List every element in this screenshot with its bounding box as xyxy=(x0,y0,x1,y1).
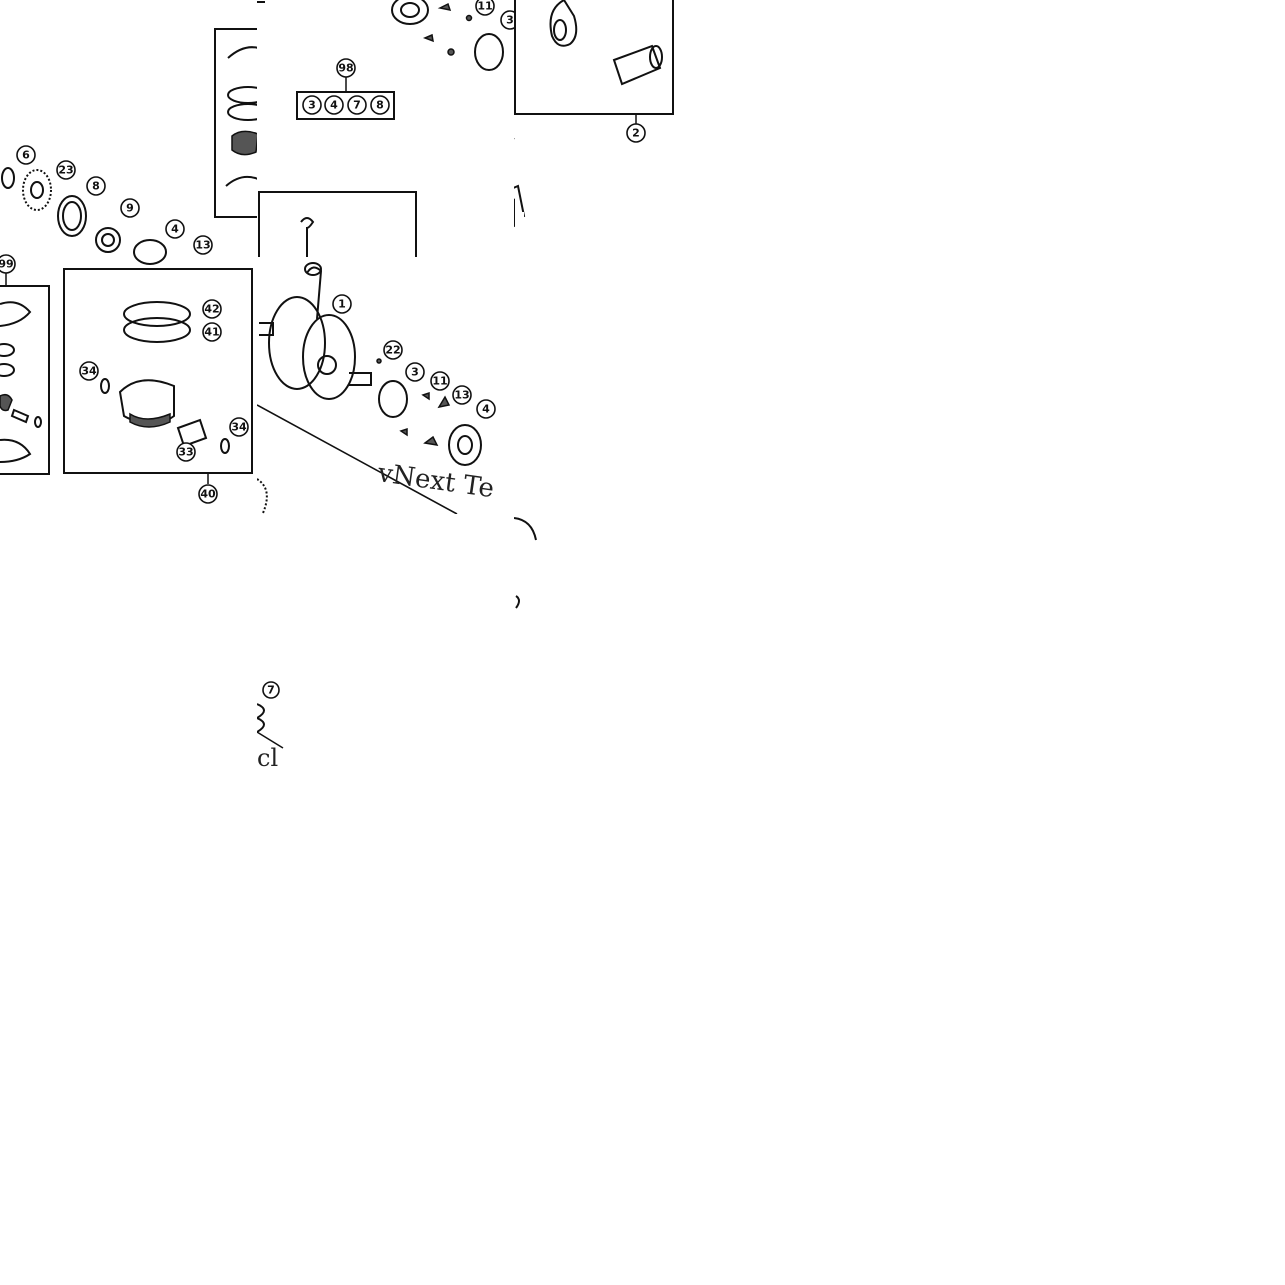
tile-crank-parts-top: 11 3 98 3 4 7 8 xyxy=(257,0,514,257)
callout-2: 2 xyxy=(626,123,646,143)
callout-41: 41 xyxy=(202,322,222,342)
callout-34-left: 34 xyxy=(79,361,99,381)
svg-text:13: 13 xyxy=(195,239,210,252)
callout-13: 13 xyxy=(452,385,472,405)
callout-98: 98 xyxy=(336,58,356,78)
svg-text:11: 11 xyxy=(432,375,447,388)
svg-text:4: 4 xyxy=(330,99,338,112)
svg-text:3: 3 xyxy=(506,14,514,27)
callout-3: 3 xyxy=(500,10,514,30)
callout-22: 22 xyxy=(383,340,403,360)
piston-pin-part xyxy=(612,44,662,86)
svg-text:13: 13 xyxy=(454,389,469,402)
svg-text:4: 4 xyxy=(171,223,179,236)
tile-conrod: 2 xyxy=(514,0,674,257)
svg-text:99: 99 xyxy=(0,258,14,271)
gear-part xyxy=(22,169,52,211)
svg-text:4: 4 xyxy=(482,403,490,416)
watermark-fragment: cl xyxy=(257,744,278,772)
svg-text:34: 34 xyxy=(231,421,247,434)
piston-ring-part xyxy=(123,301,191,327)
svg-text:8: 8 xyxy=(376,99,384,112)
tile-strip-right xyxy=(514,430,544,620)
svg-text:42: 42 xyxy=(204,303,219,316)
callout-4: 4 xyxy=(476,399,496,419)
svg-text:9: 9 xyxy=(126,202,134,215)
piston-pin-part xyxy=(176,418,208,448)
callout-9: 9 xyxy=(120,198,140,218)
conrod-kit-box xyxy=(514,0,674,115)
svg-text:6: 6 xyxy=(22,149,30,162)
callout-33: 33 xyxy=(176,442,196,462)
bearing-part xyxy=(391,0,429,25)
cylinder-gasket-box xyxy=(214,28,257,218)
svg-text:40: 40 xyxy=(200,488,216,501)
bearing-part xyxy=(448,424,482,466)
svg-text:7: 7 xyxy=(267,684,275,697)
svg-text:22: 22 xyxy=(385,344,400,357)
svg-text:98: 98 xyxy=(338,62,353,75)
callout-3: 3 xyxy=(405,362,425,382)
callout-11: 11 xyxy=(430,371,450,391)
oring-part xyxy=(474,33,504,71)
left-parts-drawing: 6 23 8 9 4 13 99 42 41 34 xyxy=(0,28,257,504)
piston-kit-box xyxy=(63,268,253,474)
tile-crankshaft: 1 22 3 11 13 4 vNext Te xyxy=(257,257,514,514)
callout-7: 7 xyxy=(262,681,280,699)
callout-34-right: 34 xyxy=(229,417,249,437)
svg-text:7: 7 xyxy=(353,99,361,112)
callout-42: 42 xyxy=(202,299,222,319)
callout-23: 23 xyxy=(56,160,76,180)
conrod-box xyxy=(258,191,417,257)
callout-13: 13 xyxy=(193,235,213,255)
crank-parts-top-drawing: 11 3 98 3 4 7 8 xyxy=(257,0,514,257)
svg-text:3: 3 xyxy=(308,99,316,112)
strip-right-drawing xyxy=(514,517,537,609)
svg-text:3: 3 xyxy=(411,366,419,379)
strip-bottom-drawing: 7 cl xyxy=(257,681,284,772)
callout-8: 8 xyxy=(86,176,106,196)
callout-4: 4 xyxy=(165,219,185,239)
oring-part xyxy=(378,380,408,418)
callout-40: 40 xyxy=(198,484,218,504)
callout-11: 11 xyxy=(475,0,495,16)
clip-part xyxy=(437,2,452,11)
tile-left-parts: 6 23 8 9 4 13 99 42 41 34 xyxy=(0,0,257,514)
svg-text:41: 41 xyxy=(204,326,219,339)
conrod-part xyxy=(549,0,578,47)
svg-text:33: 33 xyxy=(178,446,193,459)
reference-line xyxy=(257,404,458,514)
crank-web-part xyxy=(268,296,326,390)
crankshaft-drawing: 1 22 3 11 13 4 vNext Te xyxy=(257,262,496,514)
tile-strip-bottom: 7 cl xyxy=(257,680,285,772)
svg-text:11: 11 xyxy=(477,0,492,13)
svg-text:8: 8 xyxy=(92,180,100,193)
kit-98-box xyxy=(296,91,395,120)
svg-text:34: 34 xyxy=(81,365,97,378)
callout-99: 99 xyxy=(0,254,16,274)
conrod-drawing: 2 xyxy=(514,0,674,242)
callout-1: 1 xyxy=(332,294,352,314)
kit-99-box xyxy=(0,285,50,475)
callout-6: 6 xyxy=(16,145,36,165)
svg-text:23: 23 xyxy=(58,164,73,177)
watermark-text: vNext Te xyxy=(375,458,496,504)
svg-text:2: 2 xyxy=(632,127,640,140)
svg-text:1: 1 xyxy=(338,298,346,311)
